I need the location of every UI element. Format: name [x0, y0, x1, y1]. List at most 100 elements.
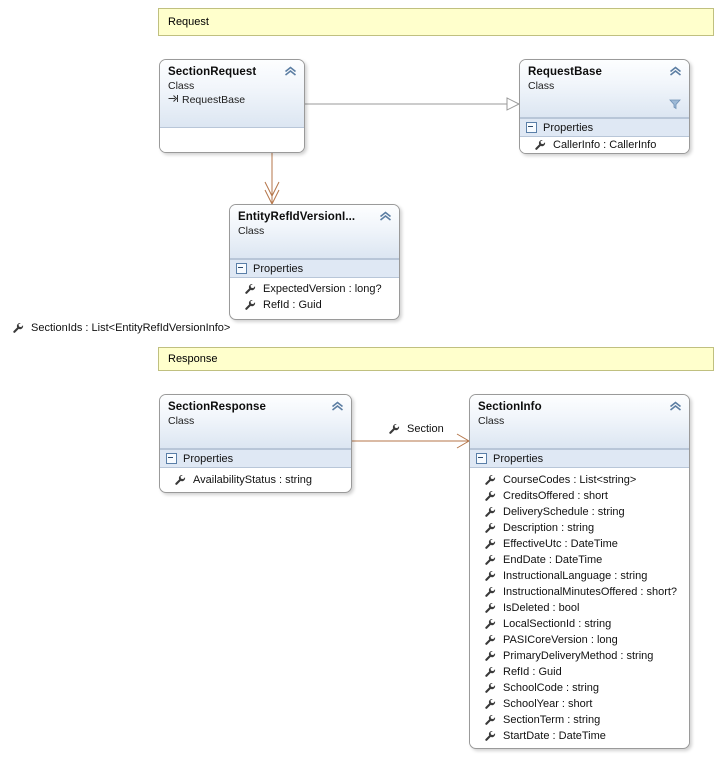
class-title: EntityRefIdVersionI... — [238, 211, 356, 223]
member-row[interactable]: ExpectedVersion : long? — [230, 281, 399, 297]
member-row[interactable]: EndDate : DateTime — [470, 552, 689, 568]
member-row[interactable]: RefId : Guid — [230, 297, 399, 313]
wrench-icon — [484, 682, 496, 694]
member-row[interactable]: Description : string — [470, 520, 689, 536]
class-box-entityrefidversioninfo[interactable]: EntityRefIdVersionI... Class Properties — [229, 204, 400, 320]
member-label: RefId : Guid — [263, 299, 322, 311]
member-row[interactable]: RefId : Guid — [470, 664, 689, 680]
class-body-entityrefidversioninfo: ExpectedVersion : long? RefId : Guid — [230, 278, 399, 313]
collapse-expander-icon[interactable] — [166, 453, 177, 464]
class-box-sectionresponse[interactable]: SectionResponse Class Properties Availa — [159, 394, 352, 493]
class-title: SectionRequest — [168, 66, 257, 78]
connector-sectionrequest-inherits-requestbase — [305, 97, 521, 111]
class-box-sectionrequest[interactable]: SectionRequest Class RequestBase — [159, 59, 305, 153]
wrench-icon — [244, 299, 256, 311]
member-row[interactable]: CreditsOffered : short — [470, 488, 689, 504]
inheritance-arrow-icon — [168, 94, 179, 106]
compartment-header-properties[interactable]: Properties — [230, 259, 399, 278]
collapse-expander-icon[interactable] — [236, 263, 247, 274]
member-row[interactable]: SchoolCode : string — [470, 680, 689, 696]
member-row[interactable]: CallerInfo : CallerInfo — [520, 137, 689, 153]
class-title: RequestBase — [528, 66, 602, 78]
chevron-up-icon[interactable] — [331, 401, 344, 412]
compartment-header-properties[interactable]: Properties — [160, 449, 351, 468]
compartment-label: Properties — [253, 262, 304, 275]
class-body-sectioninfo: CourseCodes : List<string> CreditsOffered… — [470, 468, 689, 744]
member-row[interactable]: InstructionalMinutesOffered : short? — [470, 584, 689, 600]
request-band[interactable]: Request — [158, 8, 714, 36]
member-label: CallerInfo : CallerInfo — [553, 139, 657, 151]
member-label: AvailabilityStatus : string — [193, 474, 313, 486]
member-row[interactable]: SchoolYear : short — [470, 696, 689, 712]
chevron-up-icon[interactable] — [669, 66, 682, 77]
wrench-icon — [484, 570, 496, 582]
compartment-label: Properties — [493, 452, 544, 465]
wrench-icon — [484, 602, 496, 614]
member-label: Description : string — [503, 522, 595, 534]
member-label: SchoolCode : string — [503, 682, 599, 694]
class-body-sectionrequest — [160, 128, 304, 152]
member-row[interactable]: AvailabilityStatus : string — [160, 472, 351, 488]
member-label: ExpectedVersion : long? — [263, 283, 382, 295]
wrench-icon — [484, 698, 496, 710]
chevron-up-icon[interactable] — [669, 401, 682, 412]
class-box-sectioninfo[interactable]: SectionInfo Class Properties CourseCodes… — [469, 394, 690, 749]
class-box-requestbase[interactable]: RequestBase Class Properties — [519, 59, 690, 154]
member-row[interactable]: StartDate : DateTime — [470, 728, 689, 744]
wrench-icon — [174, 474, 186, 486]
wrench-icon — [484, 634, 496, 646]
wrench-icon — [484, 650, 496, 662]
response-band[interactable]: Response — [158, 347, 714, 371]
member-row[interactable]: SectionTerm : string — [470, 712, 689, 728]
member-label: SectionTerm : string — [503, 714, 601, 726]
wrench-icon — [484, 490, 496, 502]
class-kind: Class — [528, 80, 555, 92]
class-kind: Class — [168, 415, 195, 427]
wrench-icon — [534, 139, 546, 151]
member-row[interactable]: InstructionalLanguage : string — [470, 568, 689, 584]
wrench-icon — [484, 586, 496, 598]
wrench-icon — [244, 283, 256, 295]
member-label: EndDate : DateTime — [503, 554, 603, 566]
member-label: LocalSectionId : string — [503, 618, 612, 630]
member-label: InstructionalLanguage : string — [503, 570, 648, 582]
chevron-up-icon[interactable] — [284, 66, 297, 77]
collapse-expander-icon[interactable] — [476, 453, 487, 464]
funnel-icon[interactable] — [669, 98, 681, 110]
class-body-requestbase: CallerInfo : CallerInfo — [520, 137, 689, 153]
class-base-type: RequestBase — [168, 94, 296, 106]
request-band-label: Request — [168, 16, 209, 28]
connector-sectionresponse-to-sectioninfo — [352, 433, 470, 449]
compartment-header-properties[interactable]: Properties — [520, 118, 689, 137]
member-row[interactable]: EffectiveUtc : DateTime — [470, 536, 689, 552]
member-label: IsDeleted : bool — [503, 602, 580, 614]
wrench-icon — [484, 538, 496, 550]
class-base-label: RequestBase — [182, 94, 246, 106]
member-row[interactable]: CourseCodes : List<string> — [470, 472, 689, 488]
member-label: CreditsOffered : short — [503, 490, 608, 502]
class-kind: Class — [478, 415, 505, 427]
chevron-up-icon[interactable] — [379, 211, 392, 222]
section-association-label[interactable]: Section — [388, 423, 444, 435]
member-row[interactable]: LocalSectionId : string — [470, 616, 689, 632]
member-label: PASICoreVersion : long — [503, 634, 618, 646]
member-label: InstructionalMinutesOffered : short? — [503, 586, 678, 598]
class-header-sectionresponse: SectionResponse Class — [160, 395, 351, 449]
class-kind: Class — [238, 225, 265, 237]
class-header-sectioninfo: SectionInfo Class — [470, 395, 689, 449]
wrench-icon — [484, 666, 496, 678]
compartment-header-properties[interactable]: Properties — [470, 449, 689, 468]
connector-sectionrequest-to-entityrefidversioninfo — [264, 153, 280, 206]
member-row[interactable]: PrimaryDeliveryMethod : string — [470, 648, 689, 664]
compartment-label: Properties — [543, 121, 594, 134]
section-ids-label: SectionIds : List<EntityRefIdVersionInfo… — [31, 322, 231, 334]
member-label: PrimaryDeliveryMethod : string — [503, 650, 654, 662]
member-row[interactable]: IsDeleted : bool — [470, 600, 689, 616]
class-body-sectionresponse: AvailabilityStatus : string — [160, 468, 351, 488]
section-ids-member[interactable]: SectionIds : List<EntityRefIdVersionInfo… — [12, 322, 230, 334]
member-row[interactable]: PASICoreVersion : long — [470, 632, 689, 648]
collapse-expander-icon[interactable] — [526, 122, 537, 133]
member-row[interactable]: DeliverySchedule : string — [470, 504, 689, 520]
wrench-icon — [388, 423, 400, 435]
class-kind: Class — [168, 80, 195, 92]
